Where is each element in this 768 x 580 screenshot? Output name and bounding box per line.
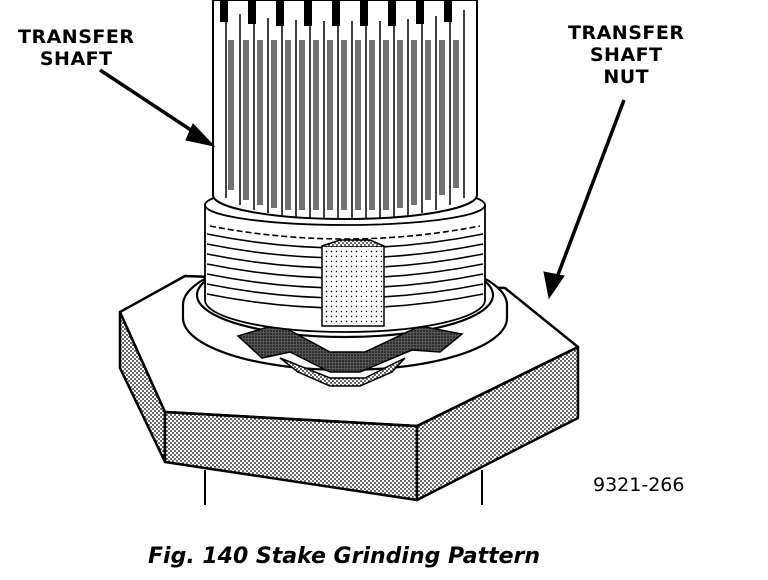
label-transfer-shaft-line-1: TRANSFER — [18, 26, 135, 48]
staked-notch — [321, 239, 385, 327]
shaft-lower-stub — [204, 470, 483, 505]
spline-shading — [228, 40, 459, 210]
label-transfer-shaft-nut-line-2: SHAFT — [589, 44, 663, 66]
leader-arrow-transfer-shaft-nut — [543, 99, 626, 300]
stake-grinding-pattern — [236, 323, 464, 387]
shaft-top-teeth — [220, 0, 452, 26]
leader-arrow-transfer-shaft — [99, 68, 216, 147]
label-transfer-shaft: TRANSFER SHAFT — [18, 26, 134, 70]
shaft-splines — [225, 10, 465, 219]
label-transfer-shaft-nut-line-1: TRANSFER — [568, 22, 685, 44]
part-code: 9321-266 — [593, 474, 685, 496]
label-transfer-shaft-line-2: SHAFT — [39, 48, 113, 70]
figure-caption: Fig. 140 Stake Grinding Pattern — [148, 544, 541, 569]
label-transfer-shaft-nut: TRANSFER SHAFT NUT — [568, 22, 684, 88]
label-transfer-shaft-nut-line-3: NUT — [603, 66, 650, 88]
